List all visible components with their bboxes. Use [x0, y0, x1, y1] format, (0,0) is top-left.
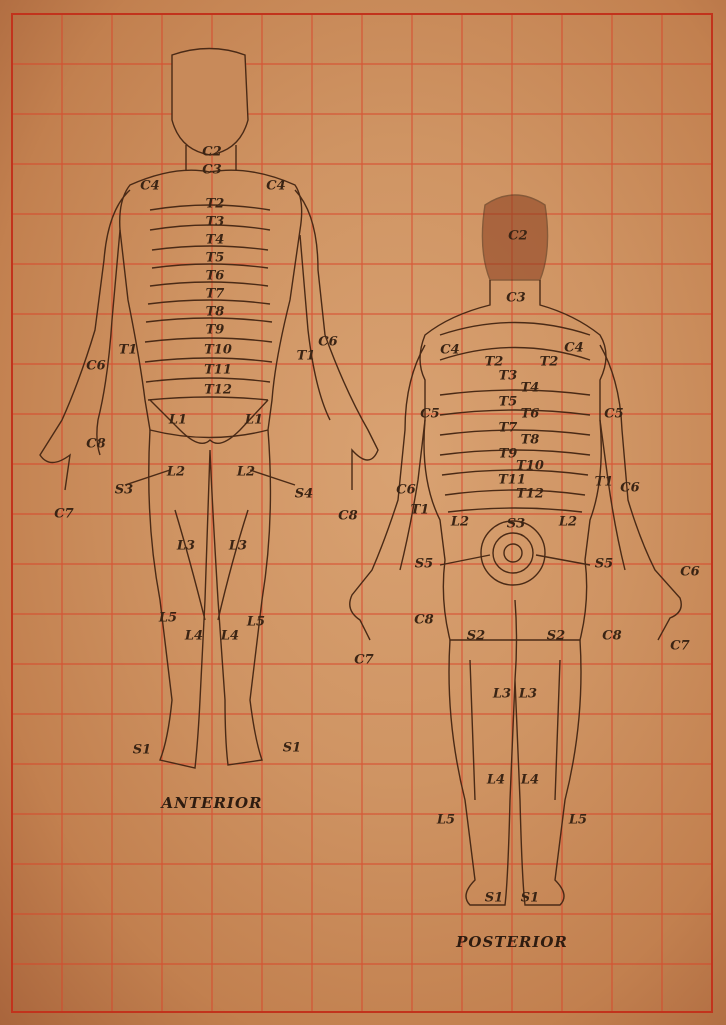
anterior-label-l3-left: L3	[177, 540, 195, 553]
anterior-label-t5: T5	[206, 252, 225, 265]
posterior-label-t12: T12	[516, 488, 544, 501]
anterior-label-t2: T2	[206, 198, 225, 211]
anterior-label-l4-left: L4	[185, 630, 203, 643]
posterior-label-t5: T5	[499, 396, 518, 409]
posterior-label-c8-right: C8	[602, 630, 621, 643]
anterior-label-t4: T4	[206, 234, 225, 247]
anterior-label-t6: T6	[206, 270, 225, 283]
anterior-label-l3-right: L3	[229, 540, 247, 553]
anterior-label-t12: T12	[204, 384, 232, 397]
anterior-label-l2-left: L2	[167, 466, 185, 479]
posterior-label-t6: T6	[521, 408, 540, 421]
anterior-label-t8: T8	[206, 306, 225, 319]
posterior-label-t9: T9	[499, 448, 518, 461]
anterior-label-c4-left: C4	[140, 180, 159, 193]
posterior-label-l5-right: L5	[569, 814, 587, 827]
posterior-label-s1-right: S1	[521, 892, 539, 905]
anterior-label-t10: T10	[204, 344, 232, 357]
posterior-label-c4-right: C4	[564, 342, 583, 355]
posterior-label-t8: T8	[521, 434, 540, 447]
posterior-sacral-circle-mid	[493, 533, 533, 573]
posterior-label-c7-left: C7	[354, 654, 373, 667]
anterior-label-t9: T9	[206, 324, 225, 337]
anterior-label-t1-right: T1	[297, 350, 316, 363]
anterior-label-c6-right: C6	[318, 336, 337, 349]
anterior-label-l4-right: L4	[221, 630, 239, 643]
posterior-label-l3-left: L3	[493, 688, 511, 701]
posterior-label-s2-left: S2	[467, 630, 485, 643]
anterior-label-s4: S4	[295, 488, 313, 501]
posterior-label-t10: T10	[516, 460, 544, 473]
anterior-label-c2: C2	[202, 146, 221, 159]
anterior-label-c3: C3	[202, 164, 221, 177]
posterior-label-c3: C3	[506, 292, 525, 305]
posterior-label-s5-left: S5	[415, 558, 433, 571]
anterior-label-l1-right: L1	[245, 414, 263, 427]
anterior-label-t1-left: T1	[119, 344, 138, 357]
anterior-label-s1-right: S1	[283, 742, 301, 755]
posterior-label-t1-right: T1	[595, 476, 614, 489]
anterior-label-c6-left: C6	[86, 360, 105, 373]
anterior-caption: ANTERIOR	[162, 794, 263, 812]
posterior-label-l5-left: L5	[437, 814, 455, 827]
posterior-caption: POSTERIOR	[456, 933, 568, 951]
posterior-label-l3-right: L3	[519, 688, 537, 701]
anterior-label-l5-left: L5	[159, 612, 177, 625]
anterior-label-s1-left: S1	[133, 744, 151, 757]
posterior-label-s2-right: S2	[547, 630, 565, 643]
anterior-left-arm	[40, 190, 130, 490]
posterior-legs	[449, 600, 581, 905]
anterior-label-l5-right: L5	[247, 616, 265, 629]
posterior-label-l2-left: L2	[451, 516, 469, 529]
anterior-label-c4-right: C4	[266, 180, 285, 193]
posterior-label-c5-left: C5	[420, 408, 439, 421]
anterior-label-l1-left: L1	[169, 414, 187, 427]
graph-grid	[12, 14, 712, 1012]
posterior-label-c6-right: C6	[620, 482, 639, 495]
anterior-label-t11: T11	[204, 364, 232, 377]
posterior-label-t7: T7	[499, 422, 518, 435]
posterior-label-l4-right: L4	[521, 774, 539, 787]
posterior-label-t3: T3	[499, 370, 518, 383]
anterior-label-t3: T3	[206, 216, 225, 229]
posterior-label-l2-right: L2	[559, 516, 577, 529]
anterior-label-c7: C7	[54, 508, 73, 521]
posterior-sacral-circle-inner	[504, 544, 522, 562]
posterior-label-t2-right: T2	[540, 356, 559, 369]
posterior-label-s1-left: S1	[485, 892, 503, 905]
anterior-legs	[149, 430, 271, 768]
posterior-label-c2: C2	[508, 230, 527, 243]
posterior-label-t2-left: T2	[485, 356, 504, 369]
posterior-label-s3: S3	[507, 518, 525, 531]
posterior-label-c8-left: C8	[414, 614, 433, 627]
posterior-label-t11: T11	[498, 474, 526, 487]
anterior-label-c8-right: C8	[338, 510, 357, 523]
posterior-label-t4: T4	[521, 382, 540, 395]
posterior-label-s5-right: S5	[595, 558, 613, 571]
posterior-label-c7-right: C7	[670, 640, 689, 653]
posterior-label-c4-left: C4	[440, 344, 459, 357]
posterior-label-c5-right: C5	[604, 408, 623, 421]
posterior-label-c6-left: C6	[396, 484, 415, 497]
posterior-label-c6-far: C6	[680, 566, 699, 579]
posterior-label-t1-left: T1	[411, 504, 430, 517]
anterior-label-s3: S3	[115, 484, 133, 497]
anterior-label-l2-right: L2	[237, 466, 255, 479]
anterior-label-c8-left: C8	[86, 438, 105, 451]
anterior-label-t7: T7	[206, 288, 225, 301]
anterior-head	[172, 49, 248, 156]
posterior-label-l4-left: L4	[487, 774, 505, 787]
